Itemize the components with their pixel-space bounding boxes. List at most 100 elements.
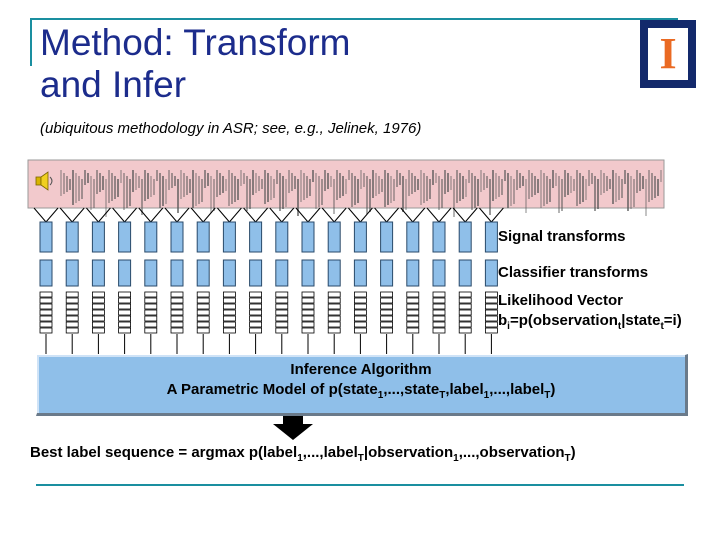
likelihood-cell [118, 291, 131, 298]
likelihood-cell [406, 303, 420, 310]
likelihood-cell [301, 309, 315, 316]
classifier-transform-column [39, 259, 498, 287]
spectrogram-stripe [177, 179, 179, 213]
model-mid-1: ,...,state [383, 381, 440, 398]
spectrogram-stripe [228, 170, 230, 206]
window-line [71, 207, 85, 223]
likelihood-cell [92, 297, 105, 304]
spectrogram-stripe [552, 170, 554, 188]
slide-subtitle: (ubiquitous methodology in ASR; see, e.g… [40, 120, 422, 137]
spectrogram-stripe [444, 170, 446, 194]
spectrogram-stripe [126, 176, 128, 208]
spectrogram-stripe [222, 176, 224, 193]
window-line [86, 207, 99, 223]
spectrogram-stripe [309, 179, 311, 196]
title-line-1: Method: Transform [40, 22, 351, 63]
classifier-transform-box [353, 259, 367, 287]
spectrogram-stripe [537, 179, 539, 193]
spectrogram-stripe [243, 173, 245, 184]
spectrogram-stripe [252, 170, 254, 195]
logo-inner: I [648, 28, 688, 80]
spectrogram-stripe [66, 176, 68, 192]
signal-transform-box [196, 221, 210, 253]
likelihood-cell [39, 315, 53, 322]
spectrogram-stripe [291, 173, 293, 191]
spectrogram-stripe [531, 173, 533, 197]
likelihood-cell [144, 309, 158, 316]
inference-title: Inference Algorithm [290, 361, 432, 378]
likelihood-cell [327, 303, 341, 310]
spectrogram-stripe [294, 176, 296, 189]
spectrogram-stripe [213, 179, 215, 211]
likelihood-cell [484, 297, 498, 304]
model-sub-1: 1 [377, 390, 384, 401]
window-line [374, 207, 387, 223]
spectrogram-stripe [216, 170, 218, 197]
spectrogram-stripe [270, 176, 272, 200]
likelihood-cell [406, 315, 420, 322]
signal-transform-box [327, 221, 341, 253]
likelihood-cell [458, 321, 472, 328]
classifier-transform-box [432, 259, 446, 287]
spectrogram-stripe [435, 173, 437, 183]
classifier-transform-box [196, 259, 210, 287]
spectrogram-stripe [438, 176, 440, 210]
spectrogram-stripe [423, 173, 425, 203]
signal-transform-box [301, 221, 315, 253]
spectrogram-stripe [210, 176, 212, 213]
likelihood-cell [301, 297, 315, 304]
spectrogram-stripe [612, 170, 614, 204]
likelihood-cell [484, 315, 498, 322]
spectrogram-stripe [204, 170, 206, 188]
spectrogram-stripe [603, 173, 605, 193]
spectrogram-stripe [300, 170, 302, 202]
spectrogram-stripe [249, 179, 251, 209]
spectrogram-stripe [561, 179, 563, 211]
classifier-transform-box [458, 259, 472, 287]
window-line [33, 207, 47, 223]
spectrogram-stripe [90, 176, 92, 210]
spectrogram-stripe [174, 176, 176, 186]
window-line [229, 207, 242, 223]
spectrogram-stripe [156, 170, 158, 181]
classifier-transform-box [327, 259, 341, 287]
likelihood-cell [327, 309, 341, 316]
window-line [45, 207, 59, 223]
signal-transform-box [222, 221, 236, 253]
spectrogram-stripe [84, 170, 86, 185]
best-sub-2: 1 [453, 453, 459, 464]
spectrogram-stripe [318, 176, 320, 207]
formula-b: b [498, 312, 508, 329]
spectrogram-stripe [501, 179, 503, 195]
likelihood-cell [65, 315, 79, 322]
likelihood-cell [92, 321, 105, 328]
spectrogram-stripe [339, 173, 341, 198]
speaker-icon[interactable] [35, 171, 53, 191]
spectrogram-stripe [321, 179, 323, 205]
spectrogram-stripe [117, 179, 119, 197]
spectrogram-stripe [267, 173, 269, 202]
spectrogram-stripe [114, 176, 116, 199]
spectrogram-stripe [519, 173, 521, 188]
likelihood-cell [65, 297, 79, 304]
spectrogram-stripe [141, 179, 143, 215]
spectrogram-stripe [459, 173, 461, 201]
likelihood-vector-label: Likelihood Vector [498, 292, 624, 309]
signal-transform-column [39, 221, 498, 253]
spectrogram-stripe [645, 179, 647, 216]
best-mid-3: ,...,observation [458, 444, 565, 461]
likelihood-cell [222, 291, 236, 298]
likelihood-cell [196, 291, 210, 298]
spectrogram-stripe [516, 170, 518, 190]
likelihood-cell [432, 291, 446, 298]
likelihood-cell [118, 297, 131, 304]
window-line [464, 207, 478, 223]
spectrogram-stripe [393, 179, 395, 201]
spectrogram-stripe [525, 179, 527, 213]
likelihood-cell [301, 291, 315, 298]
spectrogram-stripe [69, 179, 71, 190]
spectrogram-stripe [75, 173, 77, 203]
spectrogram-stripe [336, 170, 338, 200]
likelihood-cell [39, 309, 53, 316]
spectrogram-stripe [642, 176, 644, 189]
